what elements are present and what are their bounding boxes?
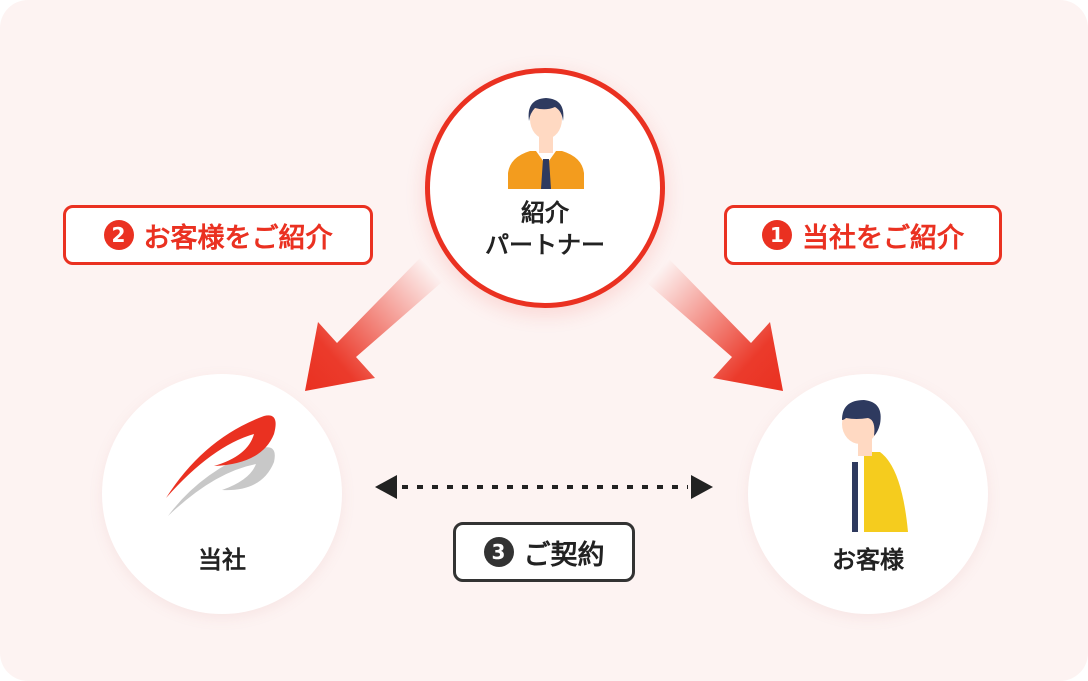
customer-person-icon xyxy=(842,400,908,532)
step-1-badge: 1 当社をご紹介 xyxy=(724,205,1002,265)
partner-node: 紹介 パートナー xyxy=(425,68,665,308)
partner-label: 紹介 パートナー xyxy=(485,199,605,259)
arrow-to-company-icon xyxy=(305,258,442,391)
contract-double-arrow-icon xyxy=(375,475,713,499)
step-2-badge: 2 お客様をご紹介 xyxy=(63,205,373,265)
step-1-number: 1 xyxy=(762,220,792,250)
company-label: 当社 xyxy=(198,546,246,574)
step-3-number: 3 xyxy=(483,537,514,567)
step-1-label: 当社をご紹介 xyxy=(802,222,964,254)
customer-label: お客様 xyxy=(832,546,904,574)
customer-node: お客様 xyxy=(748,374,988,614)
step-3-badge: 3 ご契約 xyxy=(453,522,635,582)
partner-person-icon xyxy=(508,98,584,189)
company-logo-icon xyxy=(166,415,276,516)
step-2-label: お客様をご紹介 xyxy=(143,222,333,254)
arrow-to-customer-icon xyxy=(646,258,783,391)
step-2-number: 2 xyxy=(103,220,134,250)
step-3-label: ご契約 xyxy=(523,539,605,571)
company-node: 当社 xyxy=(102,374,342,614)
